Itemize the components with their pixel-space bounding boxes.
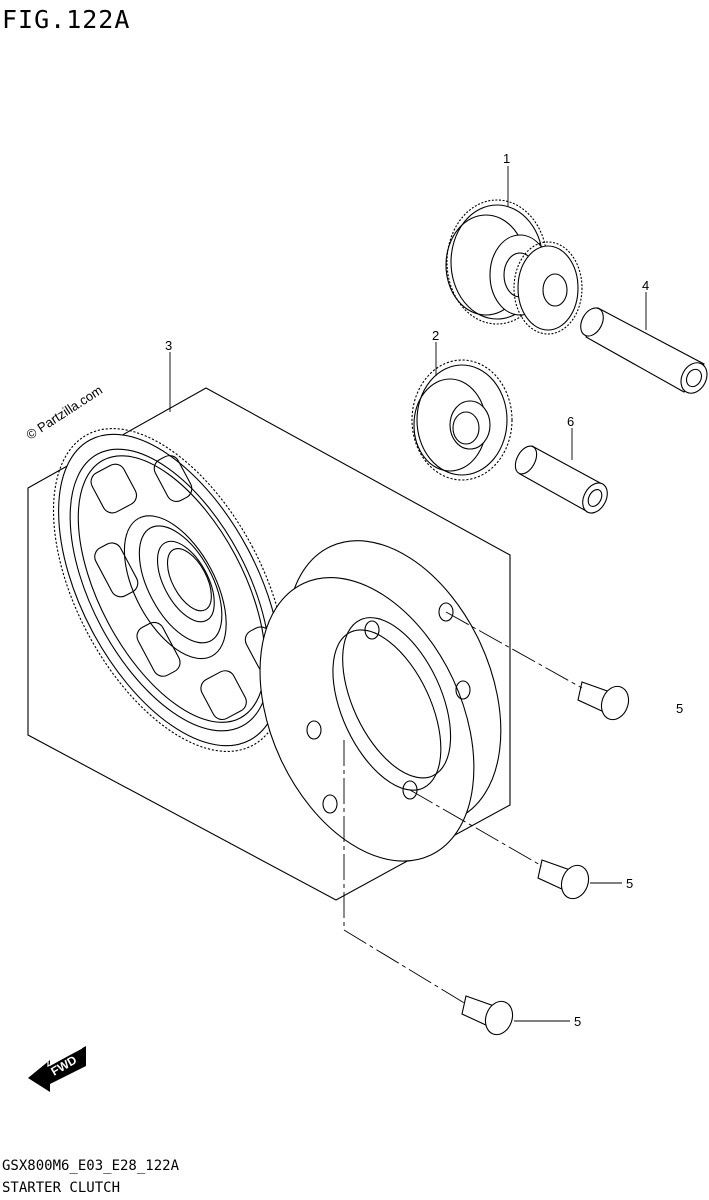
part-5-bolt-c [461,995,514,1036]
part-3-starter-driven-gear [52,428,288,752]
footer-code: GSX800M6_E03_E28_122A [2,1158,180,1174]
footer-name: STARTER CLUTCH [2,1180,120,1196]
callout-6: 6 [567,414,574,429]
part-5-bolt-a [577,681,630,721]
assembly-outline [27,387,511,901]
part-2-idle-gear [411,359,513,481]
watermark: © Partzilla.com [23,382,105,442]
part-5-bolt-b [537,859,590,900]
part-1-starter-idle-gear [445,199,583,335]
part-4-shaft [580,307,708,394]
callout-3: 3 [165,338,172,353]
assembly-lines [343,611,583,1005]
callout-4: 4 [642,278,649,293]
figure-title: FIG.122A [2,5,130,34]
part-6-short-shaft [514,445,608,514]
callout-5a: 5 [676,701,683,716]
leader-lines [169,166,647,1022]
fwd-arrow-icon: FWD [28,1046,86,1092]
callout-2: 2 [432,328,439,343]
starter-clutch-body [259,540,502,862]
callout-5c: 5 [574,1014,581,1029]
callout-5b: 5 [626,876,633,891]
callout-1: 1 [503,151,510,166]
